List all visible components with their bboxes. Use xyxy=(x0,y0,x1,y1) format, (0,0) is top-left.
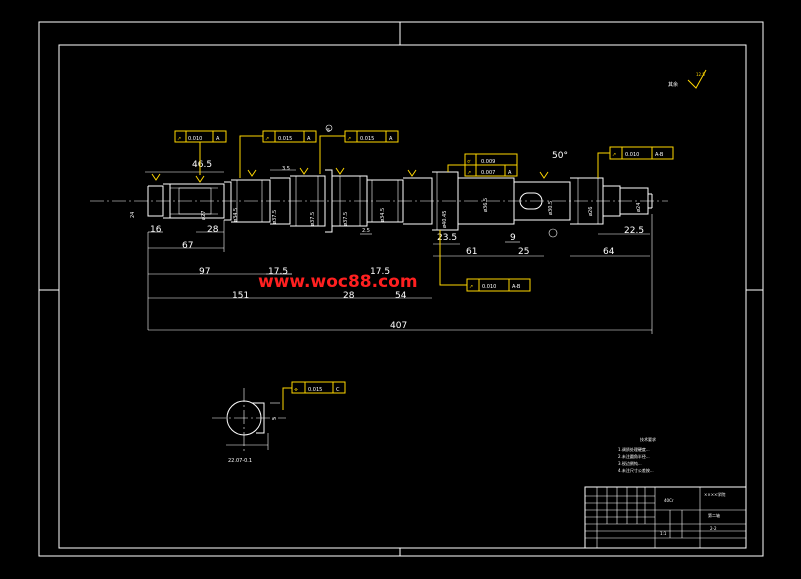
tolerance-frame-6: ↗ 0.010 A-B xyxy=(597,146,674,178)
dia-30-5: ø30.5 xyxy=(548,201,554,215)
dim-2-5: 2.5 xyxy=(362,228,370,234)
dim-17-5b: 17.5 xyxy=(370,267,390,277)
svg-text:↗: ↗ xyxy=(347,136,351,142)
svg-text:12.5: 12.5 xyxy=(696,72,705,77)
tolerance-frame-4: ⌭ 0.009 xyxy=(464,153,518,166)
svg-text:↗: ↗ xyxy=(177,136,181,142)
university: ××××学院 xyxy=(704,491,725,497)
svg-text:0.010: 0.010 xyxy=(625,152,639,158)
dia-34-5: ø34.5 xyxy=(233,208,239,222)
part-code: 40Cr xyxy=(664,498,674,503)
tolerance-frame-3: ↗ 0.015 A xyxy=(319,130,399,174)
dim-9: 9 xyxy=(510,233,516,243)
dim-46-5: 46.5 xyxy=(192,160,212,170)
tolerance-frame-2: ↗ 0.015 A xyxy=(239,130,317,178)
dim-97: 97 xyxy=(199,267,210,277)
part-name: 第二轴 xyxy=(708,512,720,518)
section-view: 22.07-0.1 5 xyxy=(212,388,286,464)
svg-text:1.调质处理硬度...: 1.调质处理硬度... xyxy=(618,446,650,452)
svg-text:A: A xyxy=(389,136,393,142)
svg-text:3.锐边倒钝...: 3.锐边倒钝... xyxy=(618,460,642,466)
svg-text:A-B: A-B xyxy=(655,152,664,158)
tolerance-frame-5: ↗ 0.007 A xyxy=(447,164,518,177)
dim-28a: 28 xyxy=(207,225,219,235)
dim-67: 67 xyxy=(182,241,193,251)
dim-54: 54 xyxy=(395,291,407,301)
dimension-lines xyxy=(145,169,653,334)
svg-text:A-B: A-B xyxy=(512,284,521,290)
watermark: www.woc88.com xyxy=(258,272,418,292)
dia-26: ø26 xyxy=(588,207,594,216)
svg-text:A: A xyxy=(307,136,311,142)
dim-25: 25 xyxy=(518,247,529,257)
scale-row: 1:1 xyxy=(660,531,667,536)
svg-text:⌯: ⌯ xyxy=(294,387,298,393)
dia-left-end: 24 xyxy=(130,212,136,218)
svg-text:0.007: 0.007 xyxy=(481,170,495,176)
other-surfaces-note: 其余 xyxy=(668,81,678,88)
svg-text:0.015: 0.015 xyxy=(278,136,292,142)
svg-text:A: A xyxy=(216,136,220,142)
tolerance-frame-8: ⌯ 0.015 C xyxy=(282,381,346,410)
diameter-labels: 24 ø27 ø34.5 ø37.5 ø37.5 ø37.5 ø34.5 ø40… xyxy=(130,198,642,228)
svg-text:4.未注尺寸公差按...: 4.未注尺寸公差按... xyxy=(618,467,654,473)
roughness-symbol: 12.5 xyxy=(687,69,707,89)
svg-text:0.010: 0.010 xyxy=(482,284,496,290)
dim-23-5: 23.5 xyxy=(437,233,457,243)
dia-36-5: ø36.5 xyxy=(483,198,489,212)
svg-text:↗: ↗ xyxy=(467,170,471,176)
tolerance-frame-1: ↗ 0.010 A xyxy=(174,130,227,175)
svg-text:A: A xyxy=(508,170,512,176)
svg-text:↗: ↗ xyxy=(612,152,616,158)
shaft-outline xyxy=(147,169,653,233)
dim-28b: 28 xyxy=(343,291,355,301)
dia-24: ø24 xyxy=(636,203,642,212)
dia-34-5b: ø34.5 xyxy=(380,208,386,222)
svg-text:↗: ↗ xyxy=(265,136,269,142)
tech-requirements: 技术要求 1.调质处理硬度... 2.未注圆角半径... 3.锐边倒钝... 4… xyxy=(618,436,656,473)
svg-text:C: C xyxy=(336,387,340,393)
title-block: 40Cr ××××学院 第二轴 2-2 1:1 xyxy=(584,486,747,549)
outer-border xyxy=(38,21,764,557)
datum-markers xyxy=(325,124,558,238)
inner-border xyxy=(58,44,747,549)
dim-50deg: 50° xyxy=(552,151,568,161)
dia-37-5a: ø37.5 xyxy=(272,210,278,224)
svg-text:0.009: 0.009 xyxy=(481,159,495,165)
dia-40-45: ø40.45 xyxy=(442,211,448,228)
dim-64: 64 xyxy=(603,247,615,257)
dia-37-5c: ø37.5 xyxy=(343,212,349,226)
svg-text:2.未注圆角半径...: 2.未注圆角半径... xyxy=(618,453,650,459)
roughness-marks xyxy=(151,167,549,183)
dia-37-5b: ø37.5 xyxy=(310,212,316,226)
tech-req-title: 技术要求 xyxy=(640,436,656,442)
section-dim: 22.07-0.1 xyxy=(228,458,252,464)
svg-text:↗: ↗ xyxy=(469,284,473,290)
svg-text:0.015: 0.015 xyxy=(308,387,322,393)
svg-text:0.010: 0.010 xyxy=(188,136,202,142)
svg-text:⌭: ⌭ xyxy=(467,159,471,165)
tolerance-frame-7: ↗ 0.010 A-B xyxy=(439,230,531,292)
svg-text:0.015: 0.015 xyxy=(360,136,374,142)
dim-61: 61 xyxy=(466,247,477,257)
section-dim2: 5 xyxy=(272,417,278,420)
dim-22-5: 22.5 xyxy=(624,226,644,236)
dim-407: 407 xyxy=(390,321,407,331)
dia-27: ø27 xyxy=(201,211,207,220)
dim-16: 16 xyxy=(150,225,162,235)
drawing-no: 2-2 xyxy=(710,526,717,531)
dim-151: 151 xyxy=(232,291,249,301)
dim-17-5a: 17.5 xyxy=(268,267,288,277)
dim-3-5: 3.5 xyxy=(282,166,290,172)
